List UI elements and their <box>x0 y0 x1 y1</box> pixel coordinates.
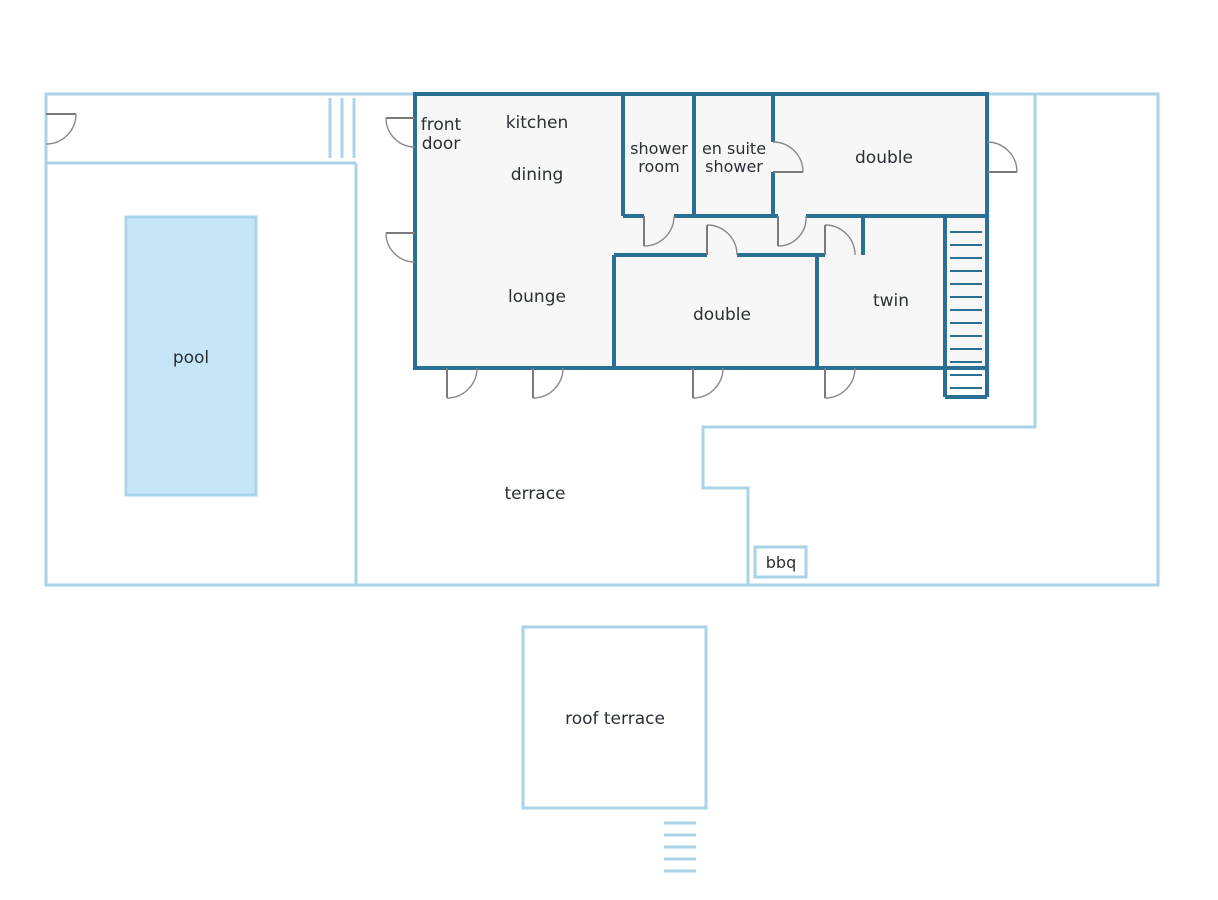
pool <box>124 215 258 497</box>
roof-terrace-label: roof terrace <box>565 709 665 729</box>
door-swing-icon <box>824 224 856 256</box>
stairs-icon <box>664 821 696 873</box>
door-swing-icon <box>446 367 478 399</box>
door-swing-icon <box>643 215 675 247</box>
bbq-box <box>753 545 808 579</box>
house-outline <box>413 92 989 370</box>
double-lower-label: double <box>693 305 751 325</box>
door-swing-icon <box>385 117 416 148</box>
gate-icon <box>328 98 356 158</box>
doors <box>45 113 1018 399</box>
door-swing-icon <box>385 232 416 263</box>
terrace-label: terrace <box>504 484 565 504</box>
front-door-label-line1: front <box>421 115 462 135</box>
kitchen-label: kitchen <box>506 113 569 133</box>
door-swing-icon <box>772 141 804 173</box>
door-swing-icon <box>986 141 1018 173</box>
door-swing-icon <box>45 113 77 145</box>
double-upper-label: double <box>855 148 913 168</box>
bbq-label: bbq <box>766 553 796 572</box>
en-suite-label-line1: en suite <box>702 139 766 158</box>
roof-terrace <box>521 625 708 810</box>
dining-label: dining <box>511 165 564 185</box>
lounge-label: lounge <box>508 287 566 307</box>
door-swing-icon <box>532 367 564 399</box>
pool-label: pool <box>173 348 209 368</box>
rear-yard-boundary <box>701 94 1037 585</box>
door-swing-icon <box>824 367 856 399</box>
shower-room-label-line1: shower <box>630 139 688 158</box>
shower-room-label-line2: room <box>638 157 679 176</box>
en-suite-label-line2: shower <box>705 157 763 176</box>
door-swing-icon <box>692 367 724 399</box>
front-door-label-line2: door <box>422 134 461 154</box>
labels: front door kitchen dining lounge shower … <box>173 113 913 729</box>
house <box>413 92 989 399</box>
stairs-icon <box>950 231 982 389</box>
door-swing-icon <box>706 224 738 256</box>
door-swing-icon <box>777 215 807 247</box>
twin-label: twin <box>873 291 909 311</box>
